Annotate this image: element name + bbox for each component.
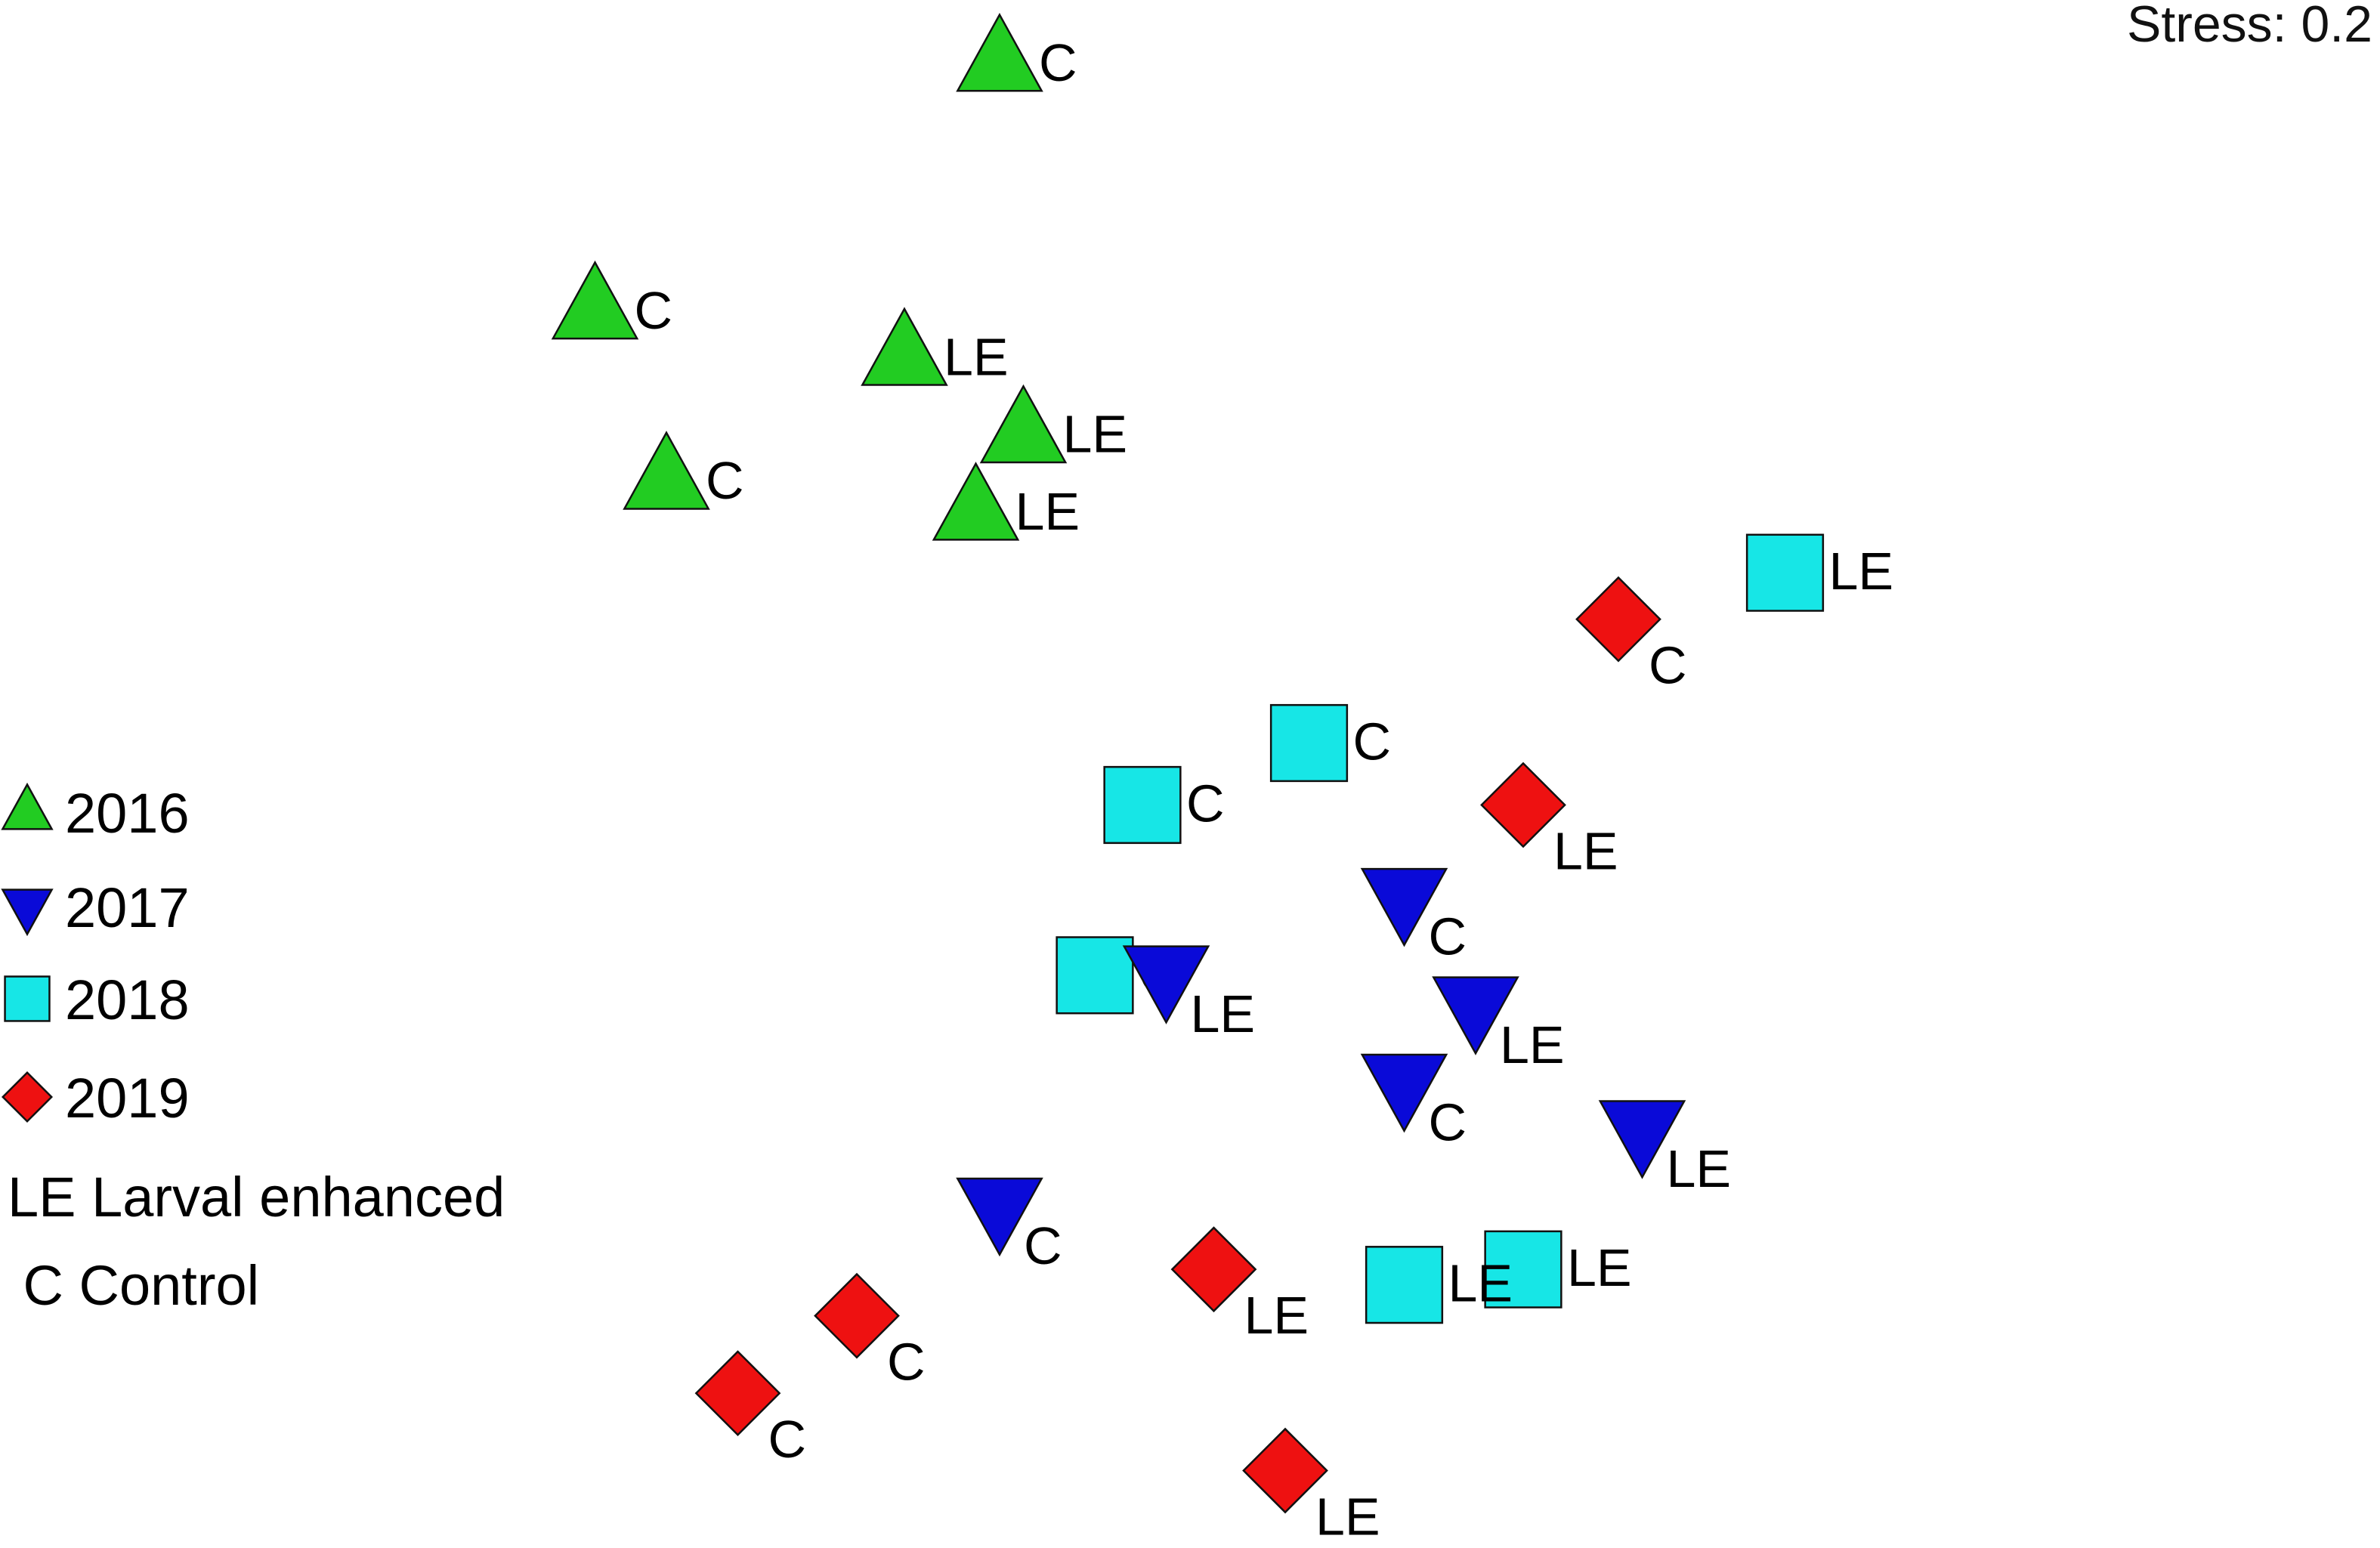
point-marker-triangle-up (956, 12, 1043, 92)
point-label: C (768, 1410, 807, 1469)
point-marker-diamond (814, 1272, 900, 1359)
point-marker-triangle-up (932, 462, 1020, 541)
data-point: C (1269, 703, 1392, 783)
data-point: LE (861, 307, 1009, 386)
data-point: LE (1598, 1100, 1732, 1198)
point-label: LE (1448, 1254, 1513, 1313)
data-point: C (694, 1350, 807, 1469)
data-point: C (814, 1272, 926, 1392)
data-point: C (1360, 1053, 1467, 1151)
point-marker-triangle-down (956, 1177, 1043, 1257)
legend-marker-triangle-up (1, 782, 54, 830)
point-label: C (1186, 774, 1225, 833)
data-point: C (1103, 765, 1225, 845)
point-label: C (1429, 1092, 1467, 1151)
legend-item-2018: 2018 (4, 969, 190, 1031)
legend-marker-triangle-down (1, 888, 54, 937)
data-point: C (1360, 867, 1467, 966)
data-point: C (956, 12, 1077, 92)
point-marker-square (1484, 1230, 1562, 1309)
legend-item-2016: 2016 (1, 782, 190, 845)
point-label: LE (1315, 1488, 1380, 1546)
legend-treatment-le: LE Larval enhanced (8, 1166, 505, 1228)
legend-item-2019: 2019 (1, 1067, 190, 1129)
point-marker-diamond (1170, 1226, 1257, 1313)
point-marker-triangle-down (1432, 976, 1519, 1055)
point-marker-square (1056, 936, 1134, 1015)
point-marker-square (1365, 1246, 1444, 1324)
legend-label: 2018 (65, 969, 190, 1031)
data-point: C (1575, 576, 1687, 695)
point-label: C (1353, 712, 1392, 771)
data-points: CCLELECLECLECCLECCLELECLECLELELECCLE (551, 12, 1894, 1546)
point-marker-triangle-down (1598, 1100, 1686, 1179)
stress-value: Stress: 0.2 (2127, 0, 2372, 53)
legend-label: 2017 (65, 876, 190, 939)
legend-marker-diamond (1, 1071, 54, 1123)
legend-item-2017: 2017 (1, 876, 190, 939)
point-marker-triangle-down (1360, 1053, 1448, 1133)
point-marker-diamond (1480, 762, 1566, 848)
point-marker-diamond (694, 1350, 781, 1436)
point-marker-square (1269, 703, 1349, 783)
legend-treatment-c: C Control (8, 1254, 259, 1317)
point-label: C (706, 451, 744, 510)
data-point: LE (1242, 1427, 1380, 1546)
data-point: LE (1745, 533, 1894, 612)
legend-marker-square (4, 975, 51, 1022)
point-marker-square (1745, 533, 1825, 612)
point-marker-triangle-up (979, 384, 1068, 464)
data-point: LE (979, 384, 1128, 464)
point-marker-diamond (1242, 1427, 1328, 1514)
legend-label: 2016 (65, 782, 190, 845)
point-marker-square (1103, 765, 1182, 845)
data-point: C (623, 431, 744, 510)
point-marker-triangle-up (861, 307, 948, 386)
data-point: LE (1480, 762, 1618, 880)
point-label: C (635, 281, 673, 340)
point-label: LE (1500, 1015, 1565, 1074)
point-marker-triangle-down (1360, 867, 1448, 947)
point-label: LE (1244, 1286, 1309, 1345)
data-point: C (551, 260, 673, 340)
point-label: C (1429, 907, 1467, 966)
point-label: C (1649, 636, 1687, 695)
point-marker-triangle-up (551, 260, 639, 340)
point-label: C (887, 1333, 926, 1392)
data-point: LE (1170, 1226, 1309, 1345)
point-label: LE (1553, 821, 1618, 880)
point-label: LE (1063, 405, 1128, 464)
point-label: LE (1015, 482, 1080, 541)
point-marker-diamond (1575, 576, 1661, 663)
point-label: LE (1667, 1139, 1732, 1198)
data-point: C (956, 1177, 1062, 1275)
data-point: LE (932, 462, 1080, 541)
point-label: LE (1191, 984, 1256, 1043)
data-point: LE (1122, 945, 1256, 1043)
point-label: C (1039, 33, 1077, 92)
point-label: C (1024, 1216, 1062, 1275)
point-label: LE (944, 327, 1009, 386)
legend: 2016 2017 2018 2019 LE Larval enhanced C Con… (1, 782, 505, 1317)
point-label: LE (1829, 542, 1894, 601)
point-marker-triangle-down (1122, 945, 1210, 1024)
point-marker-triangle-up (623, 431, 710, 510)
data-point: LE (1432, 976, 1565, 1074)
legend-label: 2019 (65, 1067, 190, 1129)
point-label: LE (1567, 1238, 1632, 1297)
data-point: LE (1365, 1246, 1513, 1324)
data-point: LE (1484, 1230, 1632, 1309)
